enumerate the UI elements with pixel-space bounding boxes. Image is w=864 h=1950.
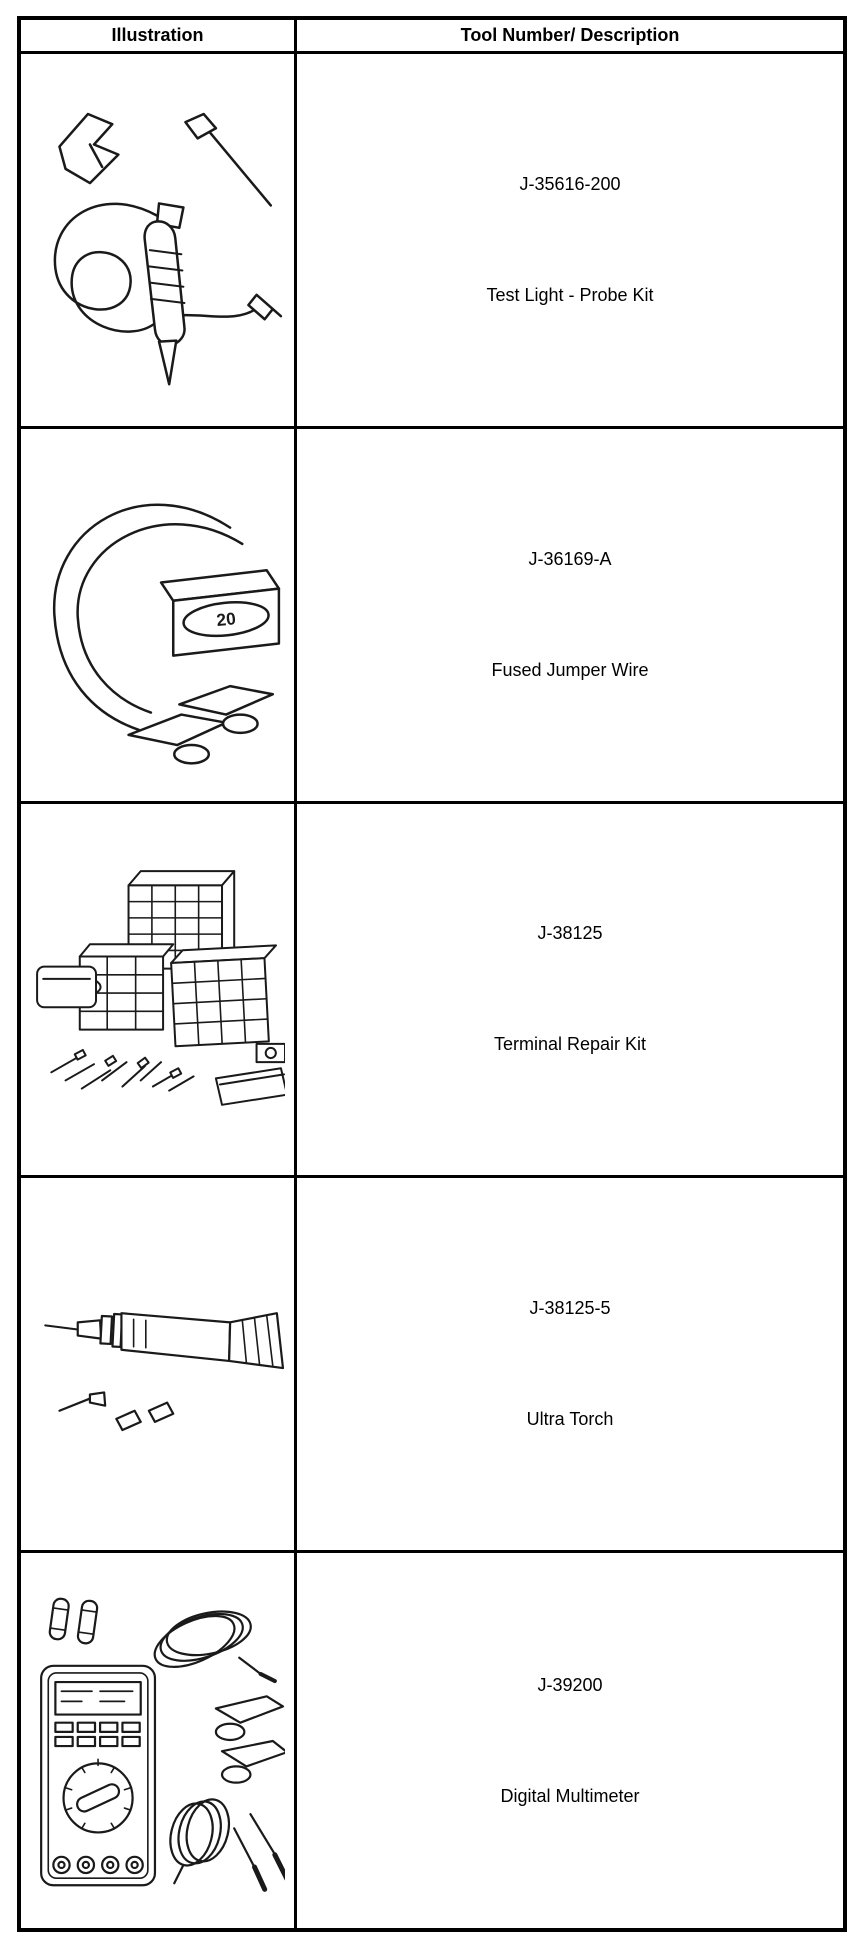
tool-number: J-39200 (537, 1674, 603, 1695)
ultra-torch-illustration (31, 1210, 285, 1518)
tool-description: Fused Jumper Wire (491, 659, 649, 680)
solder-tip (59, 1399, 89, 1411)
heat-shrink-piece (116, 1411, 140, 1430)
illustration-cell (21, 54, 297, 426)
instruction-pad (215, 1069, 285, 1106)
cabinet-top (79, 945, 172, 957)
table-row: J-38125-5 Ultra Torch (21, 1178, 843, 1554)
meter-body (41, 1665, 155, 1884)
alligator-clip (128, 714, 226, 744)
digital-multimeter-illustration (31, 1587, 285, 1895)
header-illustration: Illustration (21, 20, 297, 51)
illustration-cell (21, 803, 297, 1176)
input-jacks (53, 1856, 142, 1872)
small-gauge (256, 1044, 285, 1062)
alligator-clip (179, 686, 272, 714)
alligator-clip (215, 1696, 282, 1722)
meter-display (55, 1682, 140, 1715)
torch-barrel (121, 1313, 230, 1361)
tool-cell: J-38125-5 Ultra Torch (297, 1178, 843, 1550)
heat-shrink-piece (148, 1403, 172, 1422)
tool-description: Test Light - Probe Kit (486, 284, 654, 305)
test-light-probe-kit-illustration (31, 86, 285, 394)
tool-description: Ultra Torch (526, 1409, 614, 1430)
cabinet-top (128, 872, 234, 886)
meter-buttons (55, 1722, 139, 1745)
torch-tip (45, 1326, 78, 1330)
terminal-pins (51, 1057, 193, 1092)
tool-number: J-35616-200 (519, 173, 621, 194)
illustration-cell (21, 1178, 297, 1551)
fuse-amp-label: 20 (215, 608, 236, 630)
tool-number: J-38125 (537, 923, 603, 944)
torch-tail-cone (229, 1313, 283, 1368)
alligator-clip (222, 1741, 285, 1766)
jumper-wire-inner (77, 524, 242, 712)
fuse-window (181, 598, 269, 639)
banana-plug (248, 295, 272, 319)
tool-description: Terminal Repair Kit (493, 1034, 647, 1055)
fused-jumper-wire-illustration: 20 (31, 461, 285, 769)
special-tools-table: Illustration Tool Number/ Description (17, 16, 847, 1932)
tool-cell: J-36169-A Fused Jumper Wire (297, 429, 843, 801)
terminal-repair-kit-illustration (31, 835, 285, 1143)
coiled-test-lead (147, 1604, 275, 1681)
needle-probe (185, 114, 215, 138)
tool-description: Digital Multimeter (500, 1785, 640, 1806)
header-tool-number-description: Tool Number/ Description (460, 25, 680, 45)
illustration-cell: 20 (21, 428, 297, 801)
tool-number: J-38125-5 (529, 1298, 611, 1319)
clip-thumb-pad (223, 714, 258, 732)
jumper-wire-outer (54, 504, 230, 729)
alligator-clip (59, 114, 118, 183)
spare-fuses (48, 1597, 69, 1639)
table-row: J-39200 Digital Multimeter (21, 1553, 843, 1928)
table-row: J-38125 Terminal Repair Kit (21, 803, 843, 1179)
carry-case (37, 967, 96, 1008)
tool-cell: J-35616-200 Test Light - Probe Kit (297, 54, 843, 426)
tool-cell: J-38125 Terminal Repair Kit (297, 804, 843, 1176)
table-row: J-35616-200 Test Light - Probe Kit (21, 54, 843, 429)
probe-tip (159, 340, 176, 384)
table-row: 20 J-36169-A Fused Jumper Wire (21, 428, 843, 804)
tool-number: J-36169-A (528, 548, 612, 569)
coiled-test-lead (164, 1795, 235, 1883)
tool-cell: J-39200 Digital Multimeter (297, 1553, 843, 1928)
torch-collar (100, 1316, 112, 1344)
table-header-row: Illustration Tool Number/ Description (21, 20, 843, 54)
clip-thumb-pad (174, 745, 209, 763)
illustration-cell (21, 1553, 297, 1928)
